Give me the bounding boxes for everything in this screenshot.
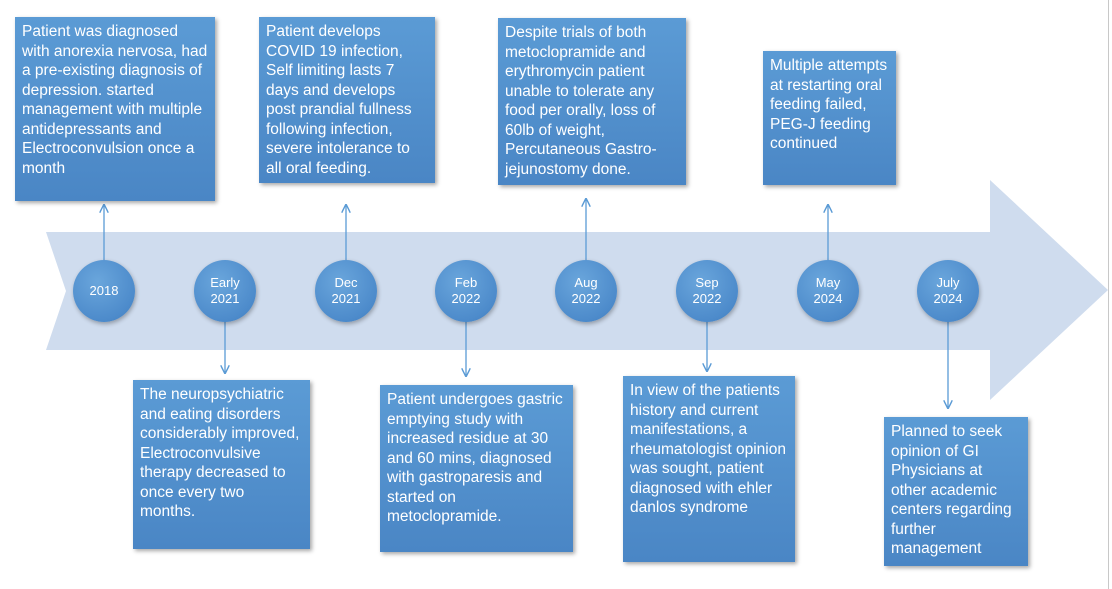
date-label: Feb <box>454 275 478 290</box>
date-label: Early <box>210 275 240 290</box>
date-label: 2021 <box>210 291 240 306</box>
event-text: The neuropsychiatric and eating disorder… <box>140 386 300 520</box>
date-label: 2022 <box>692 291 722 306</box>
connector-layer <box>104 199 948 408</box>
date-label: 2018 <box>89 283 119 298</box>
date-label: 2022 <box>451 291 481 306</box>
date-label: May <box>815 275 841 290</box>
date-marker: 2018 <box>73 260 135 322</box>
event-text: Planned to seek opinion of GI Physicians… <box>891 423 1012 557</box>
date-label: 2024 <box>813 291 843 306</box>
event-box: Multiple attempts at restarting oral fee… <box>763 51 896 185</box>
date-label: 2021 <box>331 291 361 306</box>
date-label: Sep <box>695 275 719 290</box>
event-box: Despite trials of both metoclopramide an… <box>498 18 686 185</box>
date-label: Dec <box>334 275 358 290</box>
date-label: July <box>936 275 960 290</box>
event-box: Planned to seek opinion of GI Physicians… <box>884 417 1028 566</box>
event-text: Patient undergoes gastric emptying study… <box>387 391 563 525</box>
event-text: Despite trials of both metoclopramide an… <box>505 24 657 178</box>
event-text: In view of the patients history and curr… <box>630 382 786 516</box>
event-text: Patient develops COVID 19 infection, Sel… <box>266 23 412 177</box>
page-edge-divider <box>1108 0 1109 589</box>
date-label: 2022 <box>571 291 601 306</box>
event-box: The neuropsychiatric and eating disorder… <box>133 380 310 549</box>
event-box: Patient undergoes gastric emptying study… <box>380 385 573 552</box>
date-label: 2024 <box>933 291 963 306</box>
date-label: Aug <box>574 275 598 290</box>
event-box: Patient was diagnosed with anorexia nerv… <box>15 17 215 201</box>
event-text: Patient was diagnosed with anorexia nerv… <box>22 23 208 177</box>
event-text: Multiple attempts at restarting oral fee… <box>770 57 888 152</box>
event-box: In view of the patients history and curr… <box>623 376 795 562</box>
event-box: Patient develops COVID 19 infection, Sel… <box>259 17 435 183</box>
